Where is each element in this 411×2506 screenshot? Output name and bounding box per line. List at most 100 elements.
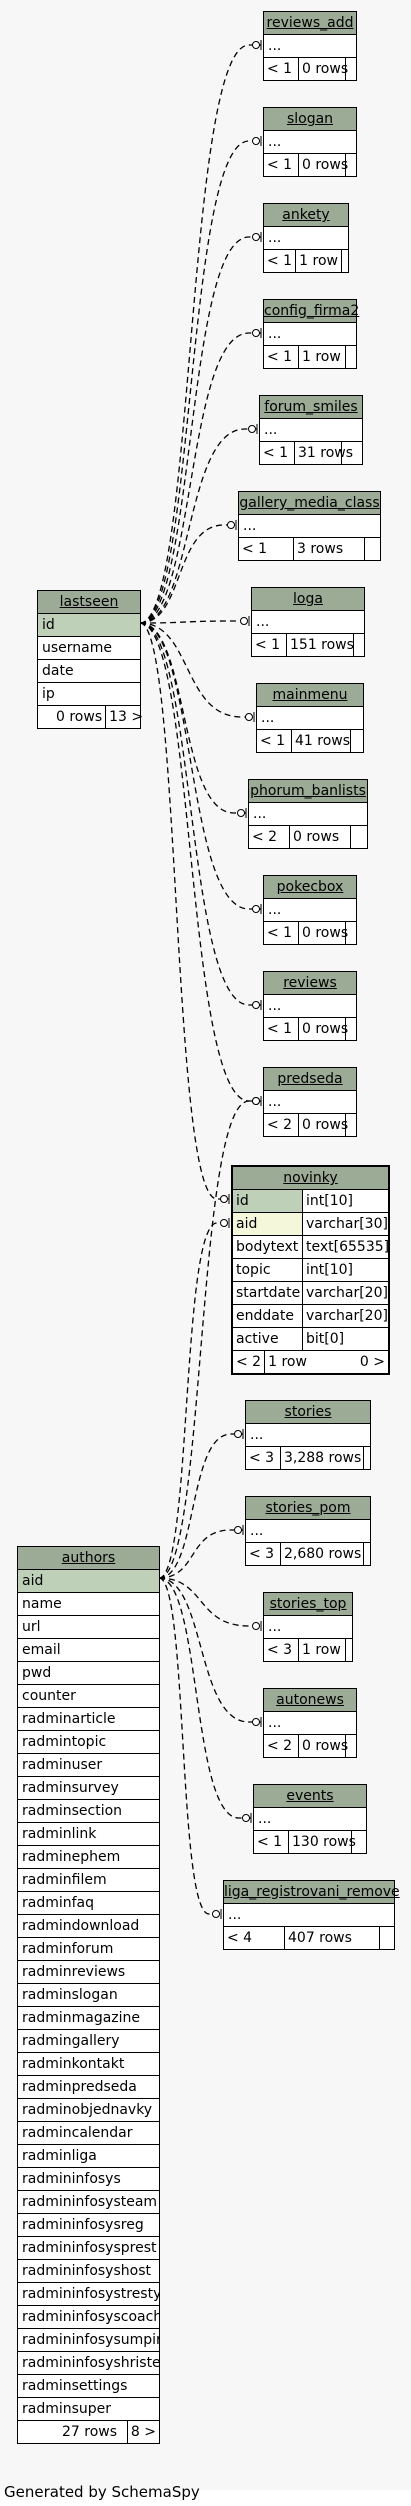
table-header[interactable]: lastseen <box>38 591 140 614</box>
column-radmininfosyshriste: radmininfosyshriste <box>18 2352 159 2375</box>
children-count[interactable]: 8 > <box>126 2421 159 2443</box>
row-count: 0 rows <box>290 826 351 848</box>
parents-count[interactable]: < 1 <box>264 922 299 944</box>
column-type: bit[0] <box>306 1331 345 1347</box>
parents-count[interactable]: < 2 <box>233 1351 266 1373</box>
table-header[interactable]: config_firma2 <box>264 300 359 323</box>
parents-count[interactable]: < 1 <box>264 1018 299 1040</box>
row-count: 0 rows <box>299 922 348 944</box>
columns-collapsed: ... <box>246 1424 370 1447</box>
table-header[interactable]: pokecbox <box>264 876 356 899</box>
parents-count[interactable]: < 3 <box>264 1639 299 1661</box>
children-count[interactable]: 13 > <box>105 706 146 728</box>
parents-count[interactable]: < 1 <box>260 442 295 464</box>
column-name: name <box>18 1593 159 1616</box>
edge-lastseen-gallery_media_class <box>139 524 236 624</box>
parents-count[interactable]: < 1 <box>257 730 292 752</box>
footer-spacer <box>346 922 356 944</box>
parents-count[interactable]: < 1 <box>252 634 287 656</box>
table-footer: 0 rows 13 > <box>38 706 143 728</box>
column-radminuser: radminuser <box>18 1754 159 1777</box>
generated-by-footer: Generated by SchemaSpy <box>4 2483 200 2501</box>
parents-count[interactable]: < 4 <box>224 1927 285 1949</box>
table-header[interactable]: authors <box>18 1547 159 1570</box>
table-header[interactable]: events <box>254 1785 366 1808</box>
table-header[interactable]: stories_pom <box>246 1497 370 1520</box>
table-header[interactable]: phorum_banlists <box>249 780 367 803</box>
optional-marker <box>252 1001 260 1009</box>
table-header[interactable]: stories <box>246 1401 370 1424</box>
parents-count[interactable]: < 1 <box>254 1831 289 1853</box>
edge-authors-stories_top <box>158 1577 261 1627</box>
parents-count[interactable]: < 2 <box>249 826 290 848</box>
parents-count[interactable]: < 1 <box>264 346 299 368</box>
optional-marker <box>252 41 260 49</box>
table-header[interactable]: reviews_add <box>264 12 356 35</box>
optional-marker <box>252 233 260 241</box>
table-header[interactable]: forum_smiles <box>260 396 362 419</box>
table-header[interactable]: loga <box>252 588 364 611</box>
parents-count[interactable]: < 3 <box>246 1543 281 1565</box>
parents-count[interactable]: < 1 <box>264 58 299 80</box>
edge-authors-stories <box>158 1433 243 1579</box>
column-radminsettings: radminsettings <box>18 2375 159 2398</box>
table-header[interactable]: liga_registrovani_remove <box>224 1881 400 1904</box>
edge-authors-predseda <box>158 1100 261 1579</box>
columns-collapsed: ... <box>264 1091 356 1114</box>
table-header[interactable]: slogan <box>264 108 356 131</box>
columns-collapsed: ... <box>254 1808 366 1831</box>
column-radminobjednavky: radminobjednavky <box>18 2099 159 2122</box>
table-header[interactable]: reviews <box>264 972 356 995</box>
table-name: reviews <box>283 975 337 991</box>
table-lastseen[interactable]: lastseen id username date ip 0 rows 13 > <box>37 590 143 729</box>
column-radmininfosyshost: radmininfosyshost <box>18 2260 159 2283</box>
table-name: stories_top <box>269 1596 347 1612</box>
table-header[interactable]: mainmenu <box>257 684 363 707</box>
children-count[interactable]: 0 > <box>359 1354 385 1370</box>
parents-count[interactable]: < 1 <box>264 250 297 272</box>
edge-authors-liga_registrovani_remove <box>158 1577 221 1915</box>
parents-count[interactable]: < 1 <box>239 538 294 560</box>
table-header[interactable]: autonews <box>264 1689 356 1712</box>
parents-count[interactable]: < 3 <box>246 1447 281 1469</box>
table-name: loga <box>293 591 323 607</box>
columns-collapsed: ... <box>264 35 356 58</box>
table-header[interactable]: ankety <box>264 204 348 227</box>
row-count: 407 rows <box>285 1927 380 1949</box>
optional-marker <box>220 1219 228 1227</box>
table-header[interactable]: novinky <box>233 1167 388 1190</box>
parents-count[interactable]: < 2 <box>264 1735 299 1757</box>
table-header[interactable]: gallery_media_class <box>239 492 380 515</box>
parents-count[interactable]: < 1 <box>264 154 299 176</box>
columns-collapsed: ... <box>246 1520 370 1543</box>
table-header[interactable]: predseda <box>264 1068 356 1091</box>
parents-count[interactable]: < 2 <box>264 1114 299 1136</box>
column-radminephem: radminephem <box>18 1846 159 1869</box>
table-header[interactable]: stories_top <box>264 1593 352 1616</box>
